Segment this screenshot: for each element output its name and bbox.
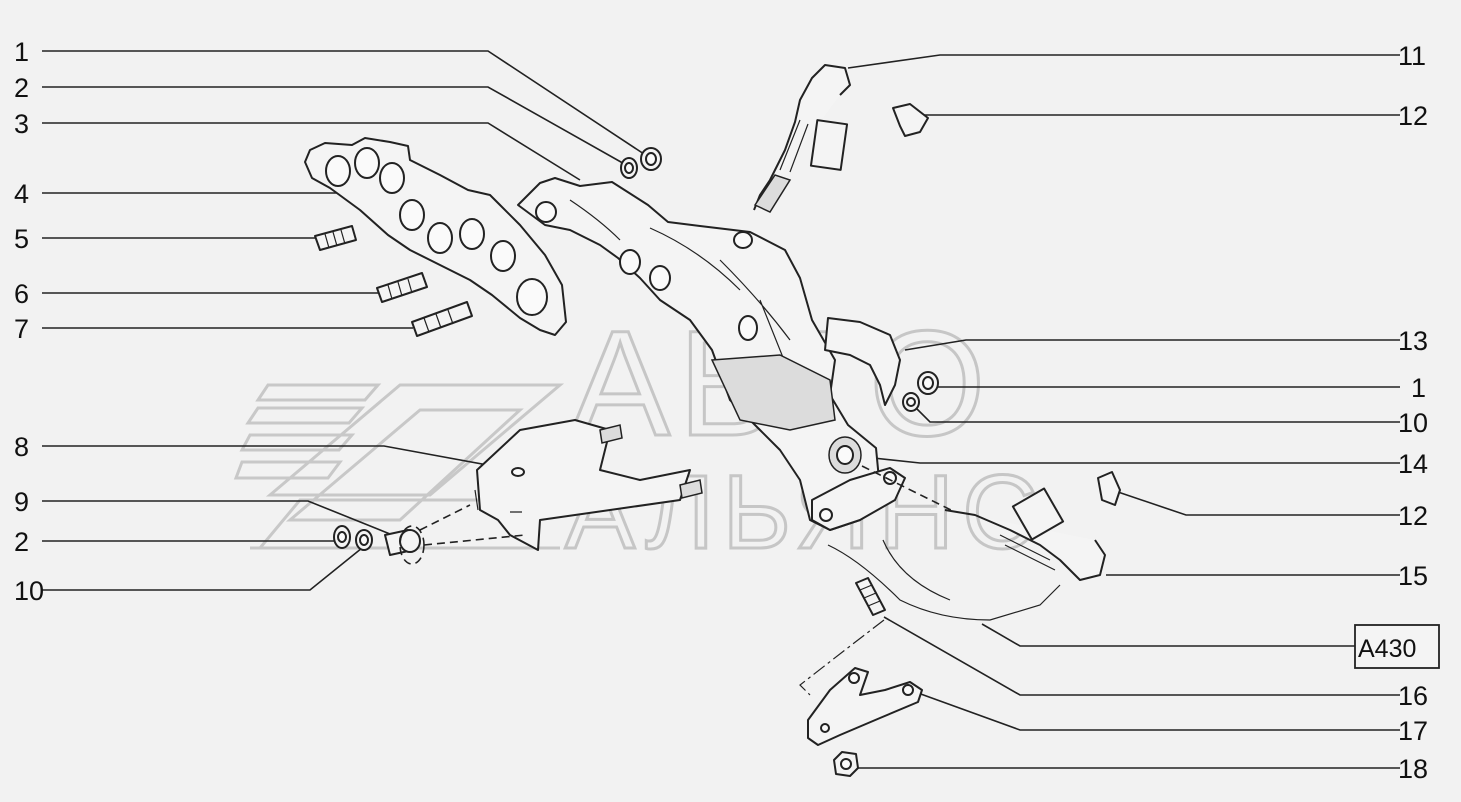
callout-15: 15 [1398, 561, 1428, 591]
callouts-left: 1 2 3 4 5 6 7 8 9 2 10 [14, 37, 44, 606]
heat-shield-13 [824, 317, 901, 406]
callout-16: 16 [1398, 681, 1428, 711]
manifold-gasket [304, 137, 567, 336]
callouts-right: 11 12 13 1 10 14 12 15 16 17 18 [1398, 41, 1428, 784]
flange-17 [807, 667, 923, 746]
callout-13: 13 [1398, 326, 1428, 356]
reference-box-label: A430 [1358, 635, 1416, 663]
clip-12-lower [1097, 471, 1121, 506]
callout-3: 3 [14, 109, 29, 139]
bolt-9 [384, 529, 421, 556]
exhaust-pipe-outline [827, 539, 1061, 621]
callout-7: 7 [14, 314, 29, 344]
callout-6: 6 [14, 279, 29, 309]
callout-17: 17 [1398, 716, 1428, 746]
callout-11: 11 [1398, 41, 1426, 71]
bracket-8 [474, 419, 703, 551]
stud-6 [376, 272, 428, 303]
callout-8: 8 [14, 432, 29, 462]
washer-10-lower [355, 529, 373, 551]
washer-2-lower [333, 525, 351, 549]
reference-box: A430 [1354, 624, 1440, 669]
leader-lines [42, 50, 1400, 769]
stud-16 [855, 577, 886, 616]
callout-10-right: 10 [1398, 408, 1428, 438]
callout-12: 12 [1398, 101, 1428, 131]
callout-14: 14 [1398, 449, 1428, 479]
oxygen-sensor-11 [753, 64, 851, 213]
nut-1-right [917, 371, 939, 395]
callout-12-lower: 12 [1398, 501, 1428, 531]
callout-9: 9 [14, 487, 29, 517]
washer-10-right [902, 392, 920, 412]
callout-2: 2 [14, 73, 29, 103]
stud-7 [411, 301, 473, 337]
oxygen-sensor-15 [944, 487, 1106, 581]
gasket-14 [811, 467, 906, 531]
callout-10: 10 [14, 576, 44, 606]
clip-12 [892, 103, 929, 137]
nut-1 [640, 147, 662, 171]
callout-4: 4 [14, 179, 29, 209]
assembly-arrows [399, 465, 956, 696]
callout-1-right: 1 [1411, 373, 1426, 403]
nut-18 [833, 751, 859, 777]
callout-5: 5 [14, 224, 29, 254]
watermark: АВТО АЛЬЯНС [233, 298, 1039, 573]
stud-5 [314, 225, 357, 251]
callout-1: 1 [14, 37, 29, 67]
callout-18: 18 [1398, 754, 1428, 784]
washer-2 [620, 157, 638, 179]
callout-2-lower: 2 [14, 527, 29, 557]
